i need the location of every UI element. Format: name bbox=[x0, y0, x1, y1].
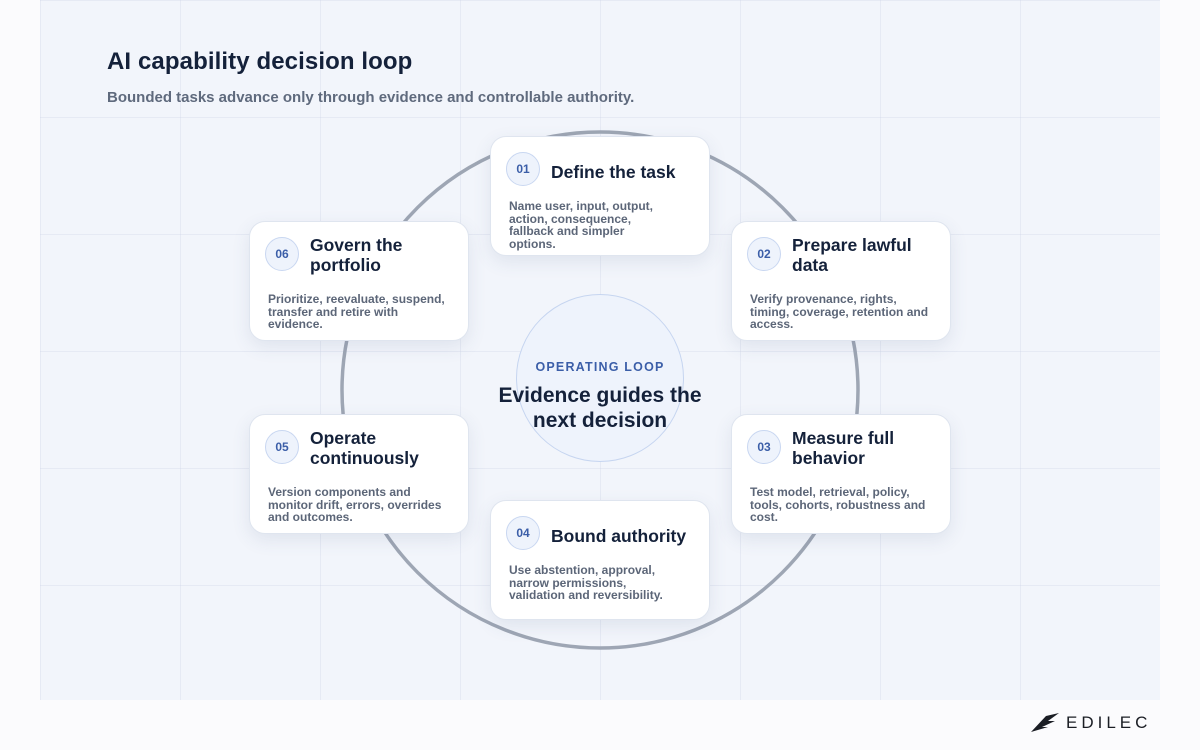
step-card-prepare-data: 02 Prepare lawful data Verify provenance… bbox=[731, 221, 951, 341]
step-description: Use abstention, approval, narrow permiss… bbox=[509, 563, 663, 602]
step-number-badge: 06 bbox=[265, 237, 299, 271]
page-title: AI capability decision loop bbox=[107, 48, 413, 75]
step-number-badge: 04 bbox=[506, 516, 540, 550]
step-description: Version components and monitor drift, er… bbox=[268, 485, 442, 524]
brand-logo: EDILEC bbox=[1030, 710, 1151, 736]
step-card-measure-behavior: 03 Measure full behavior Test model, ret… bbox=[731, 414, 951, 534]
step-title: Operate continuously bbox=[310, 428, 419, 468]
step-description: Test model, retrieval, policy, tools, co… bbox=[750, 485, 926, 524]
step-number-badge: 02 bbox=[747, 237, 781, 271]
center-label: Evidence guides the next decision bbox=[498, 384, 702, 432]
step-number-badge: 03 bbox=[747, 430, 781, 464]
step-title: Bound authority bbox=[551, 526, 687, 546]
center-hub: OPERATING LOOP Evidence guides the next … bbox=[498, 294, 702, 462]
step-title: Govern the portfolio bbox=[310, 235, 403, 275]
step-description: Name user, input, output, action, conseq… bbox=[509, 199, 654, 251]
step-title: Measure full behavior bbox=[792, 428, 895, 468]
step-card-bound-authority: 04 Bound authority Use abstention, appro… bbox=[490, 500, 710, 620]
step-card-operate: 05 Operate continuously Version componen… bbox=[249, 414, 469, 534]
step-card-govern-portfolio: 06 Govern the portfolio Prioritize, reev… bbox=[249, 221, 469, 341]
brand-name: EDILEC bbox=[1066, 713, 1152, 732]
step-number-badge: 05 bbox=[265, 430, 299, 464]
page-subtitle: Bounded tasks advance only through evide… bbox=[107, 89, 635, 106]
step-description: Verify provenance, rights, timing, cover… bbox=[750, 292, 929, 331]
step-title: Prepare lawful data bbox=[792, 235, 912, 275]
step-number-badge: 01 bbox=[506, 152, 540, 186]
step-title: Define the task bbox=[551, 162, 676, 182]
step-card-define-task: 01 Define the task Name user, input, out… bbox=[490, 136, 710, 256]
center-kicker: OPERATING LOOP bbox=[535, 360, 665, 374]
step-description: Prioritize, reevaluate, suspend, transfe… bbox=[268, 292, 445, 331]
edilec-wing-logo-icon bbox=[1031, 713, 1059, 732]
